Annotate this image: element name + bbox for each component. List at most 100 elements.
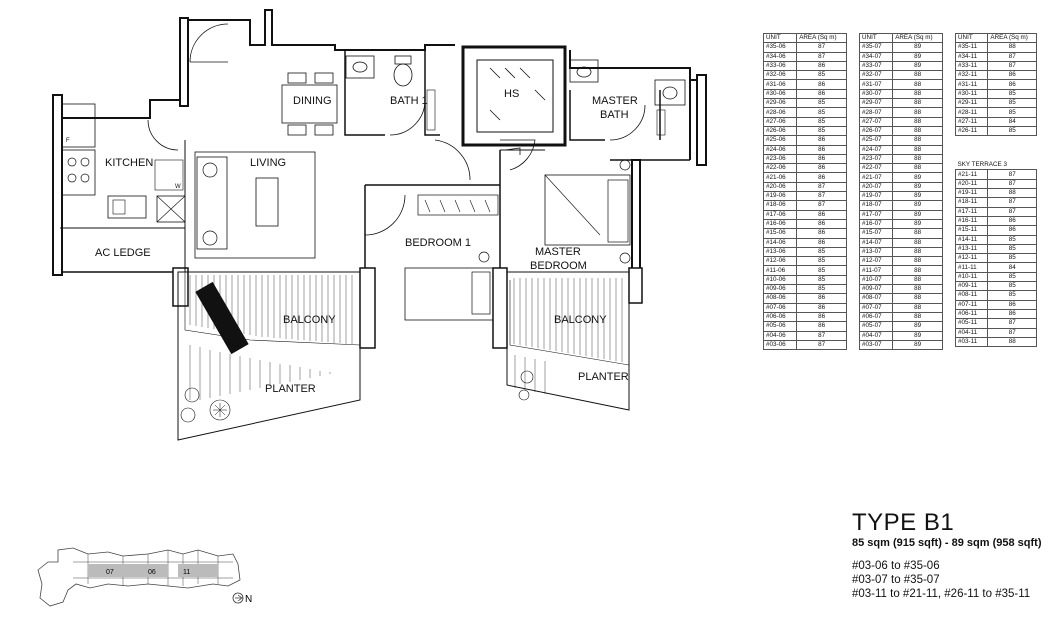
unit-cell: #33-11: [954, 60, 989, 72]
unit-cell: #25-06: [762, 135, 798, 146]
area-cell: 88: [892, 70, 943, 81]
unit-cell: #32-06: [762, 70, 798, 81]
unit-cell: #23-07: [858, 153, 894, 165]
unit-cell: #10-06: [762, 274, 798, 286]
area-cell: 88: [987, 336, 1037, 348]
area-cell: 86: [987, 225, 1037, 236]
unit-cell: #07-11: [954, 299, 989, 310]
area-cell: 86: [796, 321, 847, 332]
unit-cell: #13-07: [858, 246, 894, 258]
unit-cell: #31-06: [762, 79, 798, 90]
bedroom1-label: BEDROOM 1: [405, 237, 471, 249]
unit-cell: #19-07: [858, 191, 894, 202]
unit-cell: #25-07: [858, 135, 894, 146]
unit-cell: #11-07: [858, 265, 894, 276]
area-cell: 87: [796, 181, 847, 193]
table-header-row: UNIT AREA (Sq m): [858, 32, 943, 44]
unit-cell: #13-06: [762, 246, 798, 258]
area-cell: 86: [987, 215, 1037, 227]
unit-cell: #24-06: [762, 144, 798, 155]
area-cell: 88: [892, 135, 943, 146]
unit-cell: #17-06: [762, 209, 798, 220]
unit-header: UNIT: [954, 32, 989, 44]
area-cell: 89: [892, 42, 943, 53]
unit-cell: #07-06: [762, 302, 798, 313]
unit-cell: #22-07: [858, 163, 894, 174]
table-header-row: UNIT AREA (Sq m): [954, 32, 1037, 44]
balcony-left-label: BALCONY: [283, 314, 336, 326]
area-cell: 89: [892, 339, 943, 351]
key-unit-06: 06: [148, 569, 156, 576]
unit-header: UNIT: [858, 32, 894, 44]
bath1-label: BATH 1: [390, 95, 428, 107]
area-cell: 85: [796, 274, 847, 286]
area-cell: 88: [987, 42, 1037, 53]
unit-cell: #27-07: [858, 116, 894, 127]
unit-cell: #27-06: [762, 116, 798, 127]
unit-cell: #32-11: [954, 70, 989, 81]
unit-cell: #16-11: [954, 215, 989, 227]
master-bedroom-label-2: BEDROOM: [530, 260, 587, 272]
area-cell: 86: [987, 308, 1037, 320]
area-cell: 86: [796, 237, 847, 248]
area-cell: 88: [892, 256, 943, 267]
area-cell: 87: [796, 200, 847, 211]
area-cell: 86: [796, 311, 847, 323]
area-cell: 85: [987, 243, 1037, 255]
unit-cell: #26-06: [762, 125, 798, 137]
unit-cell: #09-07: [858, 283, 894, 295]
area-cell: 86: [796, 60, 847, 72]
unit-cell: #14-07: [858, 237, 894, 248]
area-cell: 85: [987, 107, 1037, 118]
unit-cell: #33-06: [762, 60, 798, 72]
unit-cell: #35-07: [858, 42, 894, 53]
unit-cell: #18-06: [762, 200, 798, 211]
unit-cell: #26-07: [858, 125, 894, 137]
unit-cell: #19-11: [954, 188, 989, 199]
unit-cell: #30-07: [858, 88, 894, 100]
area-cell: 85: [796, 116, 847, 127]
unit-cell: #06-07: [858, 311, 894, 323]
unit-cell: #09-11: [954, 280, 989, 292]
ac-ledge-label: AC LEDGE: [95, 247, 151, 259]
area-cell: 89: [892, 172, 943, 183]
unit-cell: #27-11: [954, 116, 989, 127]
area-header: AREA (Sq m): [892, 32, 943, 44]
area-cell: 86: [987, 70, 1037, 81]
unit-cell: #30-06: [762, 88, 798, 100]
unit-cell: #05-11: [954, 318, 989, 329]
area-cell: 89: [892, 200, 943, 211]
unit-cell: #18-07: [858, 200, 894, 211]
area-cell: 87: [796, 51, 847, 62]
unit-cell: #34-07: [858, 51, 894, 62]
type-title: TYPE B1: [852, 509, 955, 536]
